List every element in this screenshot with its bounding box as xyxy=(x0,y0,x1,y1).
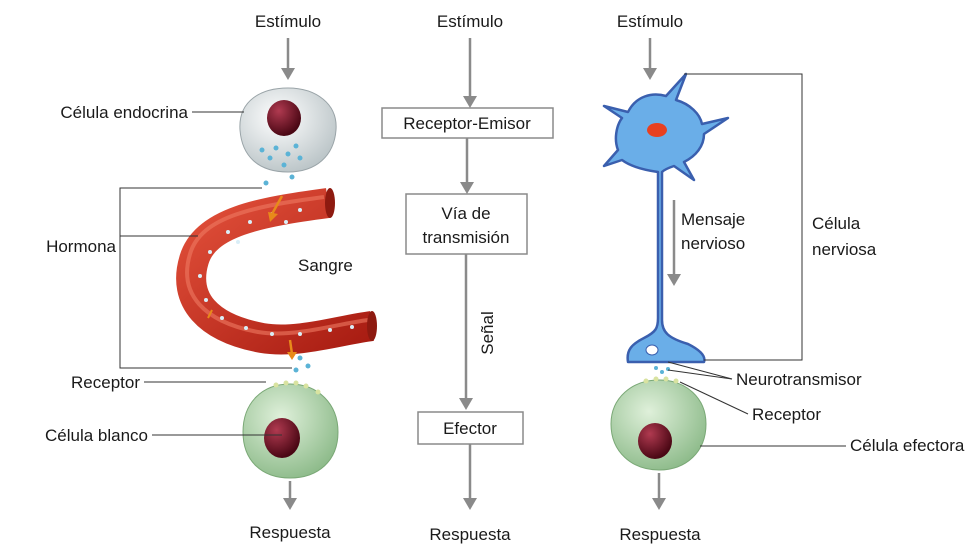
nervous-stimulus-arrow xyxy=(643,38,657,80)
vessel-opening-top xyxy=(325,188,335,218)
general-arrow-3 xyxy=(459,254,473,410)
pathway-label-line1: Vía de xyxy=(441,204,490,223)
nerve-cell-line1: Célula xyxy=(812,214,861,233)
general-scheme: Estímulo Receptor-Emisor Vía de transmis… xyxy=(382,12,553,544)
nerve-message-line2: nervioso xyxy=(681,234,745,253)
general-stimulus-label: Estímulo xyxy=(437,12,503,31)
general-arrow-2 xyxy=(460,138,474,194)
effector-nucleus xyxy=(638,423,672,459)
hormonal-receptor-label: Receptor xyxy=(71,373,140,392)
hormonal-response-label: Respuesta xyxy=(249,523,331,542)
hormonal-response-arrow xyxy=(283,481,297,510)
hormonal-pathway: Estímulo Célula endocrina xyxy=(45,12,377,542)
target-nucleus xyxy=(264,418,300,458)
hormonal-stimulus-arrow xyxy=(281,38,295,80)
general-response-label: Respuesta xyxy=(429,525,511,544)
general-arrow-4 xyxy=(463,444,477,510)
released-hormone-dots xyxy=(294,356,311,373)
nervous-response-arrow xyxy=(652,473,666,510)
neurotransmitter-dots xyxy=(654,366,670,374)
endocrine-nucleus xyxy=(267,100,301,136)
vessel-opening-bottom xyxy=(367,311,377,341)
endocrine-cell xyxy=(240,88,336,186)
nervous-response-label: Respuesta xyxy=(619,525,701,544)
hormone-label: Hormona xyxy=(46,237,116,256)
pathway-label-line2: transmisión xyxy=(423,228,510,247)
nervous-pathway: Estímulo Mensaje nervioso Célula nervios… xyxy=(604,12,965,544)
neurotransmitter-label: Neurotransmisor xyxy=(736,370,862,389)
general-arrow-1 xyxy=(463,38,477,108)
blood-label: Sangre xyxy=(298,256,353,275)
nerve-message-line1: Mensaje xyxy=(681,210,745,229)
hormonal-stimulus-label: Estímulo xyxy=(255,12,321,31)
nervous-receptor-label: Receptor xyxy=(752,405,821,424)
effector-cell xyxy=(611,377,706,471)
effector-cell-label: Célula efectora xyxy=(850,436,965,455)
target-cell-label: Célula blanco xyxy=(45,426,148,445)
effector-label: Efector xyxy=(443,419,497,438)
signal-label: Señal xyxy=(478,311,497,354)
target-cell xyxy=(243,381,338,479)
neuron-nucleus xyxy=(647,123,667,137)
endocrine-cell-label: Célula endocrina xyxy=(60,103,188,122)
receptor-emitter-label: Receptor-Emisor xyxy=(403,114,531,133)
nerve-cell-line2: nerviosa xyxy=(812,240,877,259)
nerve-message-arrow xyxy=(667,200,681,286)
nervous-stimulus-label: Estímulo xyxy=(617,12,683,31)
